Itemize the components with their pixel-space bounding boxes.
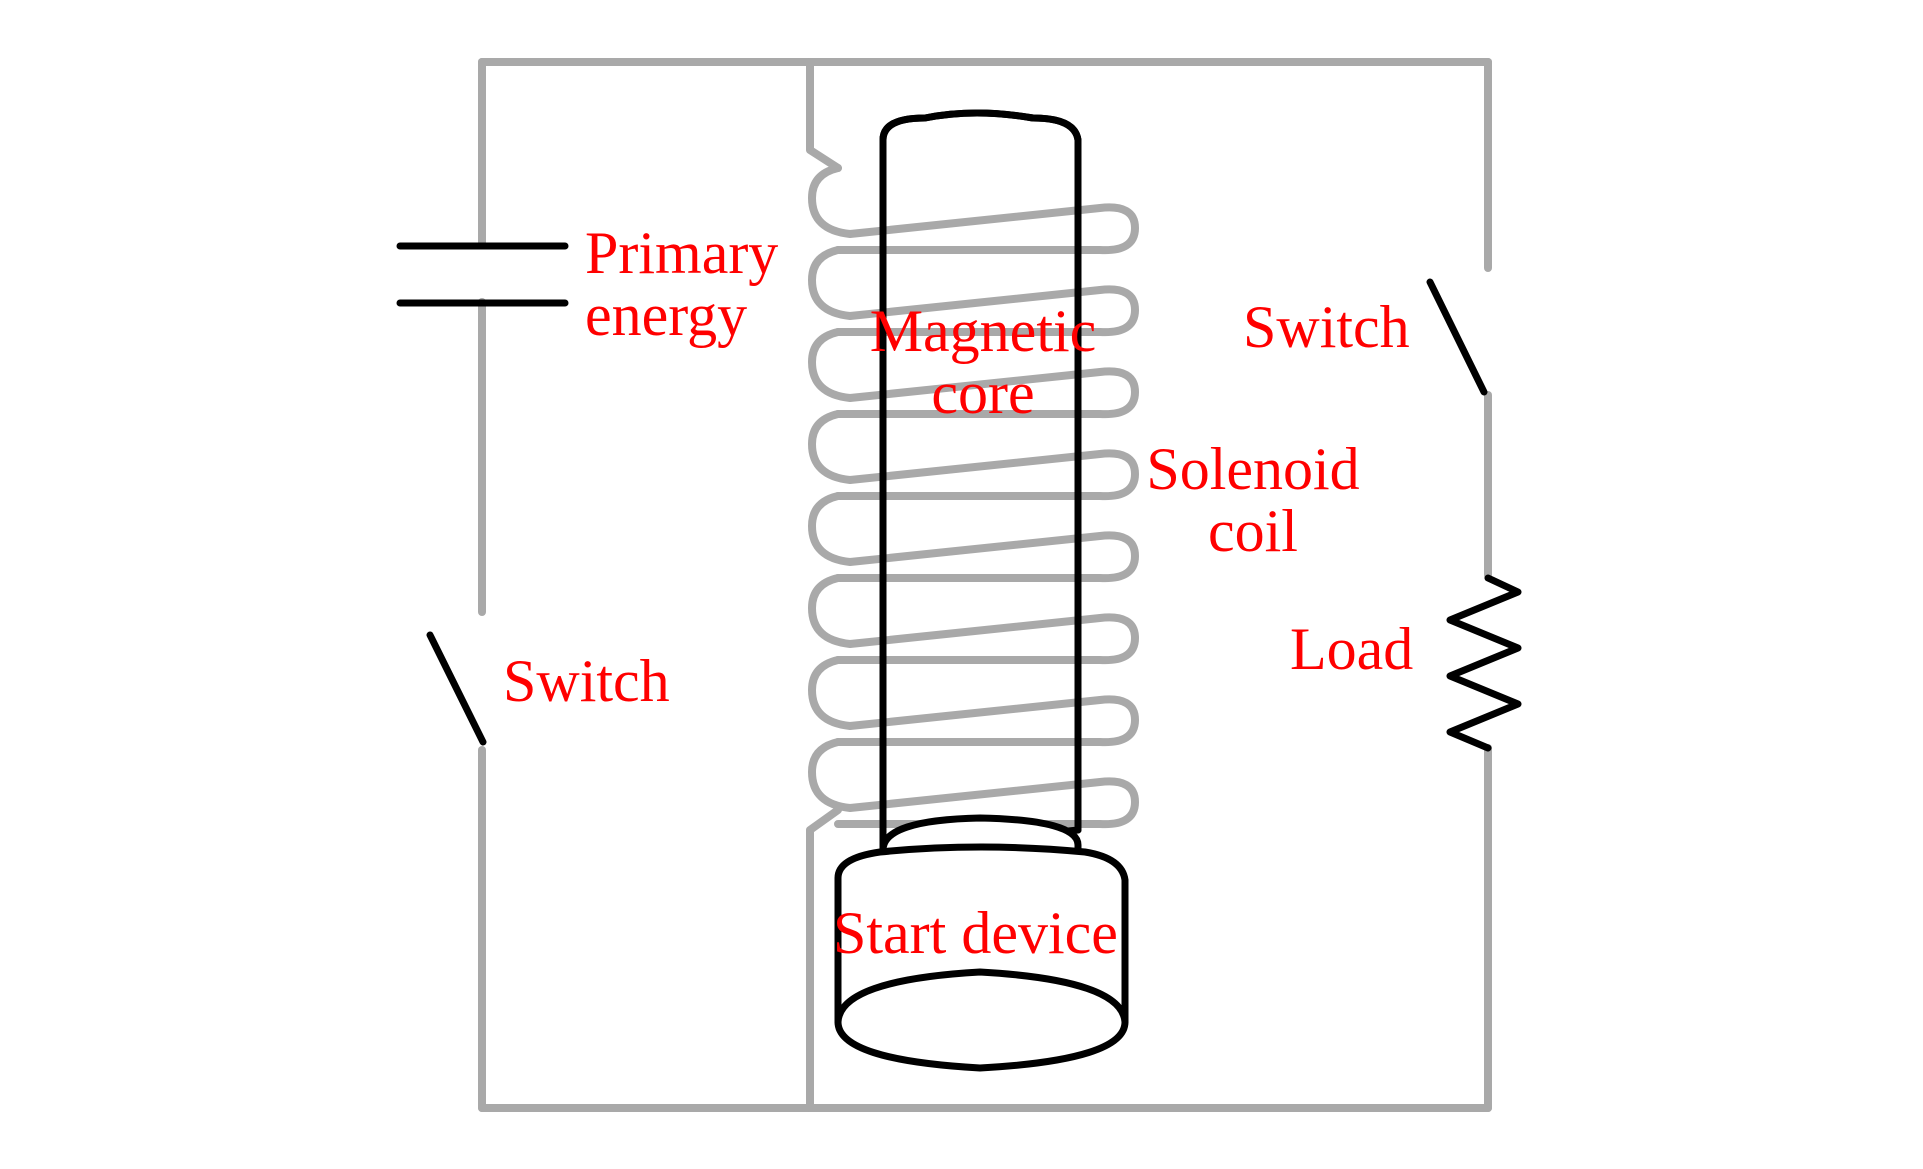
label-primary-energy-text: Primary energy	[585, 220, 779, 348]
label-magnetic-core: Magnetic core	[858, 300, 1108, 424]
battery-symbol	[396, 242, 569, 307]
label-magnetic-core-text: Magnetic core	[869, 298, 1097, 426]
coil-turn	[808, 410, 1139, 501]
coil-turn	[808, 164, 1139, 255]
coil-turn	[808, 246, 1139, 337]
label-switch-left: Switch	[503, 648, 670, 714]
load-resistor	[1446, 574, 1522, 752]
switch-left-symbol	[426, 631, 487, 746]
coil-turn	[808, 328, 1139, 419]
solenoid-coil	[808, 164, 1139, 829]
label-start-device: Start device	[833, 900, 1118, 966]
coil-turn	[808, 738, 1139, 829]
magnetic-core	[879, 109, 1082, 854]
label-load: Load	[1290, 616, 1414, 682]
label-solenoid-coil: Solenoid coil	[1128, 438, 1378, 562]
coil-turn	[808, 492, 1139, 583]
coil-turn	[808, 656, 1139, 747]
switch-right-symbol	[1426, 278, 1488, 396]
label-solenoid-coil-text: Solenoid coil	[1146, 436, 1360, 564]
label-switch-right: Switch	[1243, 294, 1410, 360]
circuit-wires	[478, 58, 1492, 1112]
start-device	[834, 814, 1129, 1072]
label-primary-energy: Primary energy	[585, 222, 778, 346]
coil-turn	[808, 574, 1139, 665]
